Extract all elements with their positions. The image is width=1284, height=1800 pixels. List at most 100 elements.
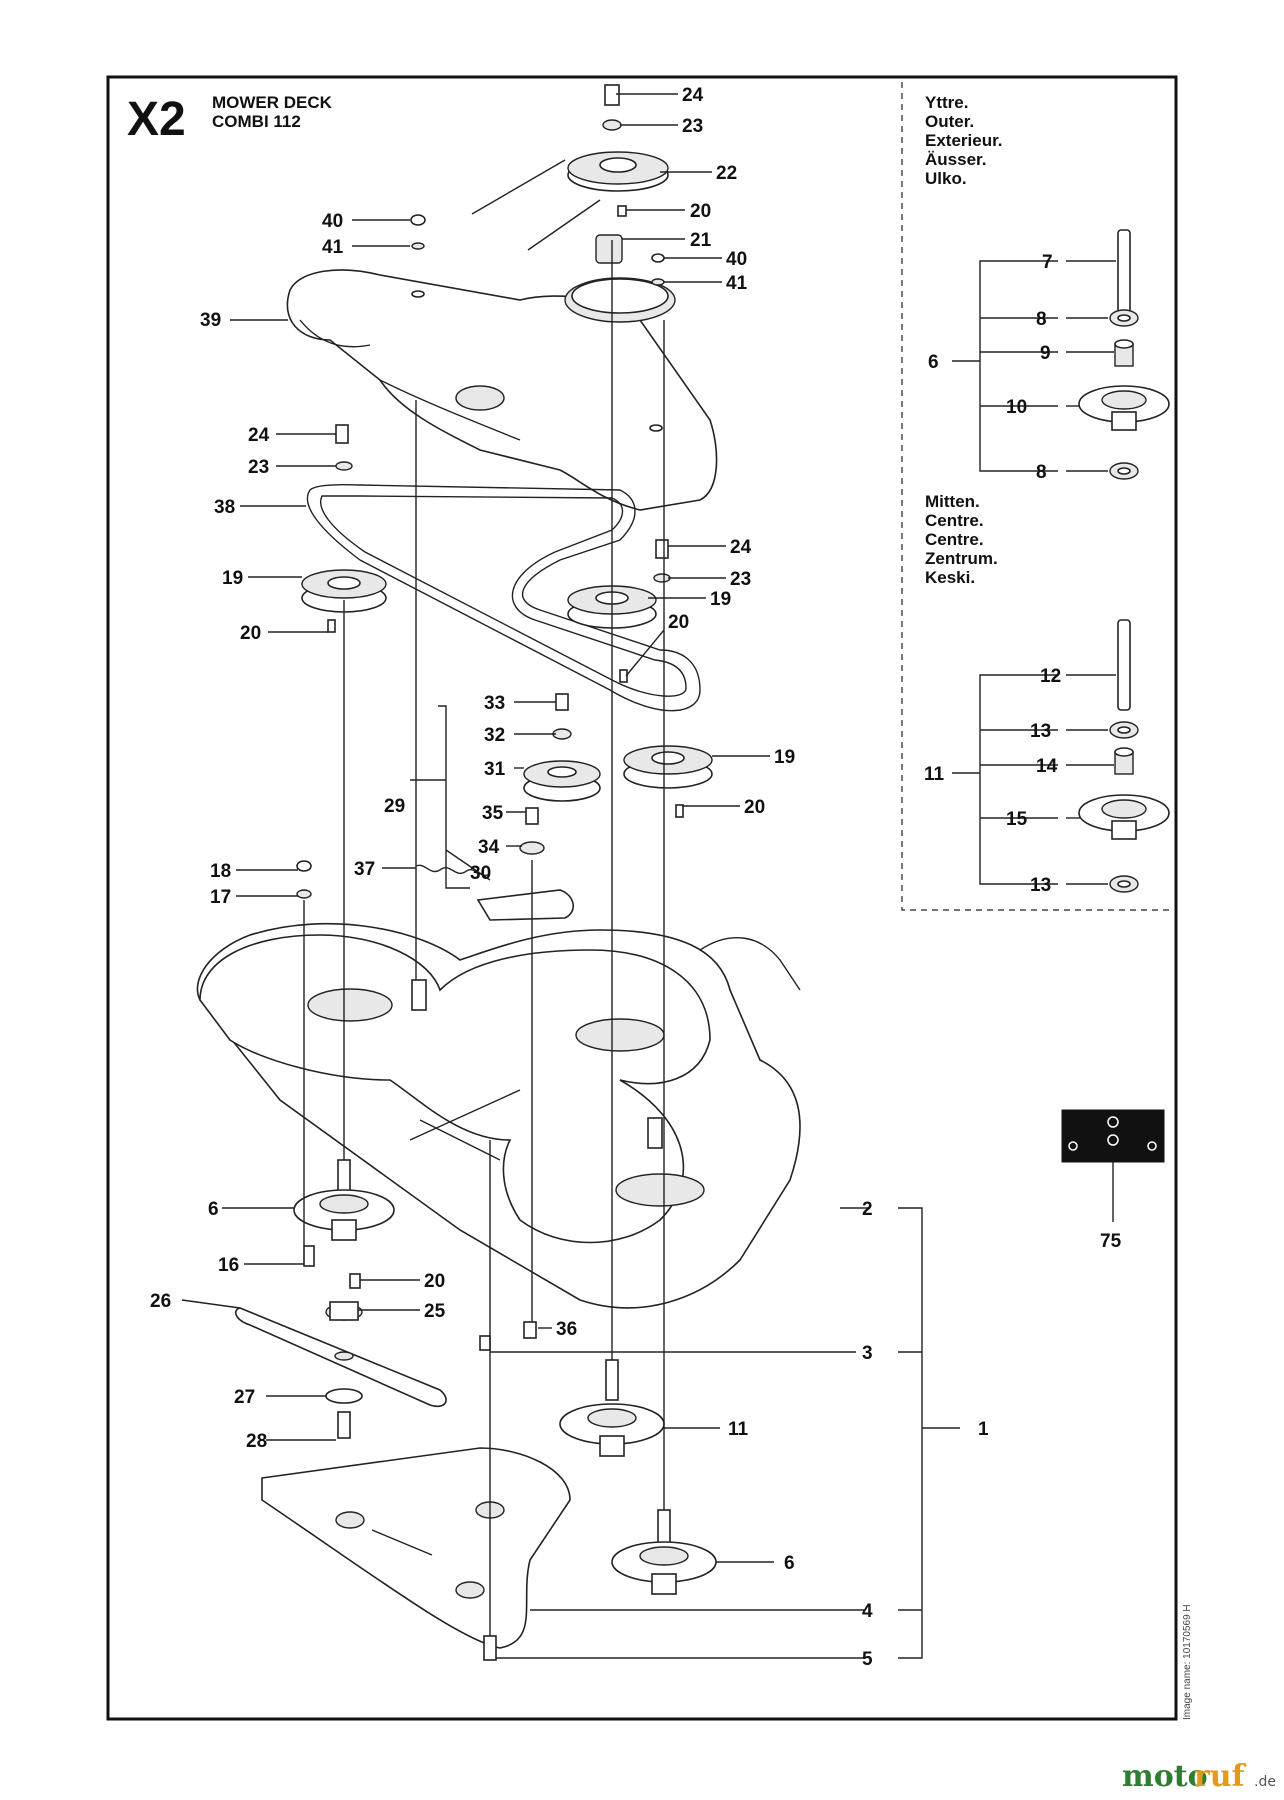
callout-29: 29 <box>384 796 405 817</box>
inset-outer-caption: Yttre. Outer. Exterieur. Äusser. Ulko. <box>925 93 1003 188</box>
callout-20a: 20 <box>690 201 711 222</box>
diagram-frame <box>106 75 1178 1721</box>
callout-19a: 19 <box>222 568 243 589</box>
callout-30: 30 <box>470 863 491 884</box>
svg-text:Zentrum.: Zentrum. <box>925 549 998 568</box>
callout-24a: 24 <box>682 85 704 106</box>
svg-text:Centre.: Centre. <box>925 530 984 549</box>
callout-40a: 40 <box>322 211 343 232</box>
inset-callout-14: 14 <box>1036 756 1058 777</box>
svg-text:Keski.: Keski. <box>925 568 975 587</box>
idler-assembly <box>296 693 601 921</box>
svg-text:moto: moto <box>1122 1759 1208 1794</box>
belt-cover <box>286 269 718 511</box>
assembly-1-bracket <box>898 1207 960 1659</box>
title-line-1: MOWER DECK <box>212 93 333 112</box>
callout-31: 31 <box>484 759 506 780</box>
inset-callout-7: 7 <box>1042 252 1053 273</box>
callout-23b: 23 <box>248 457 269 478</box>
inset-center-caption: Mitten. Centre. Centre. Zentrum. Keski. <box>925 492 998 587</box>
callout-39: 39 <box>200 310 221 331</box>
callout-19c: 19 <box>774 747 795 768</box>
callout-20d: 20 <box>744 797 765 818</box>
callout-23c: 23 <box>730 569 751 590</box>
callout-18: 18 <box>210 861 231 882</box>
svg-text:Yttre.: Yttre. <box>925 93 968 112</box>
spindle-right <box>611 1509 717 1595</box>
callout-17: 17 <box>210 887 231 908</box>
svg-text:Exterieur.: Exterieur. <box>925 131 1003 150</box>
callout-41b: 41 <box>726 273 748 294</box>
pulley-right <box>623 745 713 818</box>
inset-callout-15: 15 <box>1006 809 1028 830</box>
svg-text:ruf: ruf <box>1194 1759 1247 1794</box>
plate-75 <box>1061 1109 1165 1222</box>
leader-lines <box>181 93 870 1659</box>
callout-24b: 24 <box>248 425 270 446</box>
callout-6b: 6 <box>784 1553 795 1574</box>
pulley-center <box>567 539 671 683</box>
callout-36: 36 <box>556 1319 577 1340</box>
callout-34: 34 <box>478 837 500 858</box>
svg-text:Mitten.: Mitten. <box>925 492 980 511</box>
callout-24c: 24 <box>730 537 752 558</box>
pulley-left <box>301 424 387 633</box>
inset-callout-10: 10 <box>1006 397 1027 418</box>
section-tag: X2 <box>127 93 186 146</box>
spindle-left <box>234 1159 447 1439</box>
callout-20e: 20 <box>424 1271 445 1292</box>
image-name-label: Image name: 10170569 H <box>1182 1604 1193 1720</box>
watermark: moto ruf .de <box>1122 1759 1276 1794</box>
inset-callout-13b: 13 <box>1030 875 1051 896</box>
inset-callout-9: 9 <box>1040 343 1051 364</box>
callout-21: 21 <box>690 230 712 251</box>
svg-text:.de: .de <box>1254 1774 1276 1790</box>
callout-22: 22 <box>716 163 737 184</box>
callout-27: 27 <box>234 1387 255 1408</box>
callout-2: 2 <box>862 1199 873 1220</box>
mower-deck <box>196 922 801 1309</box>
callout-37: 37 <box>354 859 375 880</box>
callout-3: 3 <box>862 1343 873 1364</box>
callout-38: 38 <box>214 497 235 518</box>
callout-5: 5 <box>862 1649 873 1670</box>
callout-6a: 6 <box>208 1199 219 1220</box>
inset-callout-12: 12 <box>1040 666 1061 687</box>
inset-callout-6: 6 <box>928 352 939 373</box>
callout-41a: 41 <box>322 237 344 258</box>
callout-75: 75 <box>1100 1231 1122 1252</box>
callout-20b: 20 <box>240 623 261 644</box>
top-pulley-assembly <box>410 84 669 286</box>
svg-text:Centre.: Centre. <box>925 511 984 530</box>
callout-25: 25 <box>424 1301 446 1322</box>
callout-1: 1 <box>978 1419 989 1440</box>
inset-border <box>901 82 1172 911</box>
callout-26: 26 <box>150 1291 171 1312</box>
inset-outer-spindle <box>952 229 1170 480</box>
assembly-guides <box>303 240 665 1636</box>
callout-23a: 23 <box>682 116 703 137</box>
callout-16: 16 <box>218 1255 239 1276</box>
callout-28: 28 <box>246 1431 267 1452</box>
svg-text:Ulko.: Ulko. <box>925 169 967 188</box>
spindle-center <box>479 1321 665 1457</box>
svg-text:Äusser.: Äusser. <box>925 150 986 169</box>
inset-callout-8b: 8 <box>1036 462 1047 483</box>
svg-text:Outer.: Outer. <box>925 112 974 131</box>
title-line-2: COMBI 112 <box>212 112 301 131</box>
callout-19b: 19 <box>710 589 731 610</box>
inset-callout-11: 11 <box>924 764 945 785</box>
callout-40b: 40 <box>726 249 747 270</box>
inset-callout-13a: 13 <box>1030 721 1051 742</box>
callout-4: 4 <box>862 1601 873 1622</box>
callout-20c: 20 <box>668 612 689 633</box>
callout-32: 32 <box>484 725 505 746</box>
callout-11a: 11 <box>728 1419 749 1440</box>
deflector <box>261 1447 571 1661</box>
inset-center-spindle <box>952 619 1170 893</box>
callout-35: 35 <box>482 803 504 824</box>
callout-labels: 24 23 22 20 21 40 41 40 41 39 24 23 38 2… <box>150 85 1122 1670</box>
inset-callout-8a: 8 <box>1036 309 1047 330</box>
callout-33: 33 <box>484 693 505 714</box>
